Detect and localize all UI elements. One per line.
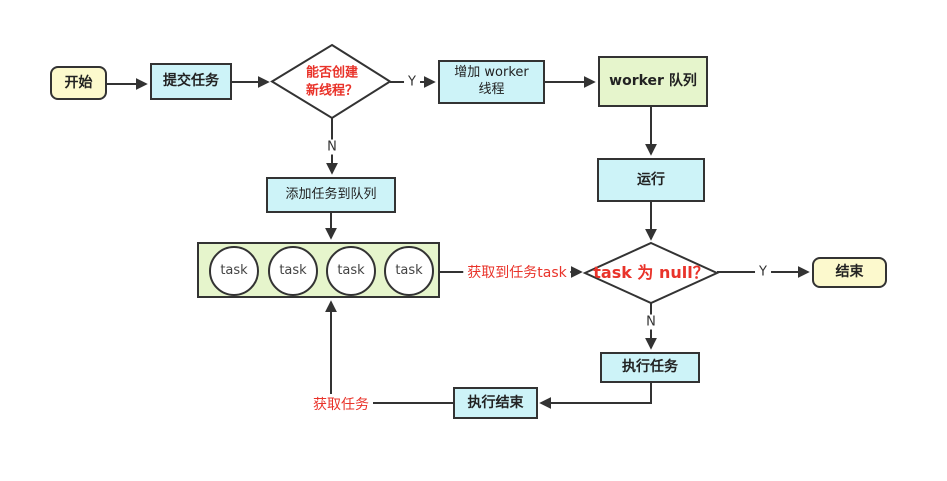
node-add-task-to-queue: 添加任务到队列	[266, 177, 396, 213]
edge-execdone-to-queue	[325, 300, 453, 404]
edge-label-got-task: 获取到任务task	[463, 262, 571, 282]
task-circle: task	[268, 246, 318, 296]
node-task-queue: task task task task	[197, 242, 440, 298]
node-start: 开始	[50, 66, 107, 100]
edge-label-n1: N	[323, 139, 341, 155]
edge-label-n2: N	[642, 314, 660, 330]
node-end: 结束	[812, 257, 887, 288]
task-circle: task	[326, 246, 376, 296]
decision1-label-line1: 能否创建	[305, 65, 359, 81]
add-worker-label-line1: 增加 worker	[454, 65, 529, 81]
node-submit-task: 提交任务	[150, 63, 232, 100]
node-add-worker-thread: 增加 worker 线程	[438, 60, 545, 104]
decision-task-null-shape	[582, 241, 720, 305]
decision-task-null-label: task 为 null？	[593, 263, 709, 283]
node-execute-task: 执行任务	[600, 352, 700, 383]
node-execute-done: 执行结束	[453, 387, 538, 419]
add-worker-label-line2: 线程	[478, 82, 505, 97]
task-circle: task	[209, 246, 259, 296]
edge-label-get-task: 获取任务	[309, 394, 373, 414]
edge-label-y1: Y	[404, 74, 420, 90]
decision-can-create-thread-shape	[270, 43, 392, 120]
task-circle: task	[384, 246, 434, 296]
decision1-label-line2: 新线程？	[305, 83, 359, 98]
edge-label-y2: Y	[755, 264, 771, 280]
node-run: 运行	[597, 158, 705, 202]
decision-can-create-thread-label: 能否创建 新线程？	[306, 64, 358, 99]
edge-exectask-to-execdone	[539, 382, 652, 409]
node-worker-queue: worker 队列	[598, 56, 708, 107]
